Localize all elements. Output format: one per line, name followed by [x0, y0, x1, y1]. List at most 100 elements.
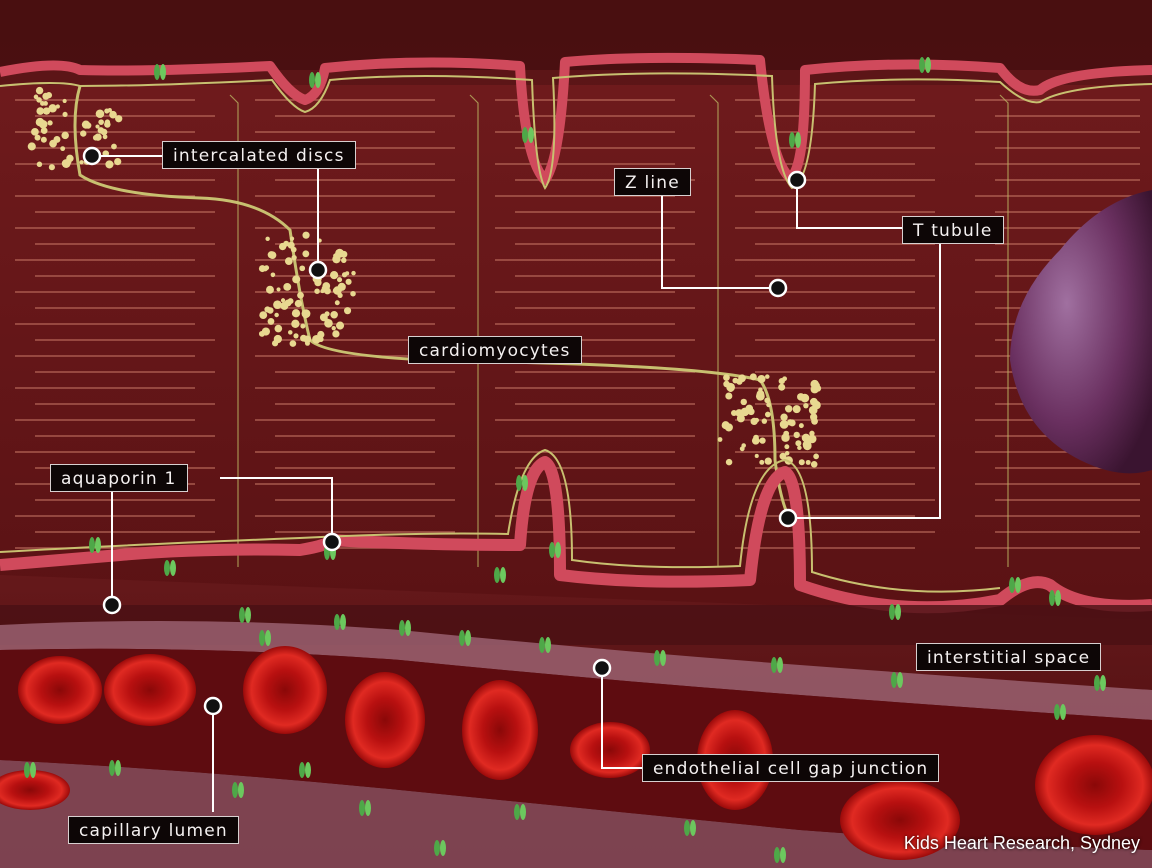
aquaporin-subunit — [1049, 590, 1055, 606]
aquaporin-subunit — [889, 604, 895, 620]
disc-particle — [780, 453, 787, 460]
disc-particle — [726, 459, 732, 465]
disc-particle — [49, 164, 55, 170]
disc-particle — [765, 412, 771, 418]
label-z-line: Z line — [614, 168, 691, 196]
label-cardiomyocytes: cardiomyocytes — [408, 336, 582, 364]
pin-aquaporin-membrane — [324, 534, 340, 550]
disc-particle — [322, 282, 330, 290]
disc-particle — [104, 121, 111, 128]
aquaporin-subunit — [440, 840, 446, 856]
aquaporin-subunit — [359, 800, 365, 816]
red-blood-cell — [104, 654, 196, 726]
aquaporin-subunit — [340, 614, 346, 630]
aquaporin-subunit — [780, 847, 786, 863]
disc-particle — [275, 325, 283, 333]
red-blood-cell — [243, 646, 327, 734]
disc-particle — [268, 318, 275, 325]
disc-particle — [722, 421, 730, 429]
pin-t-tubule-bottom — [780, 510, 796, 526]
aquaporin-subunit — [522, 475, 528, 491]
aquaporin-subunit — [1054, 704, 1060, 720]
aquaporin-subunit — [30, 762, 36, 778]
disc-particle — [813, 454, 819, 460]
aquaporin-subunit — [528, 127, 534, 143]
disc-particle — [299, 265, 305, 271]
disc-particle — [285, 257, 293, 265]
aquaporin-subunit — [925, 57, 931, 73]
aquaporin-subunit — [789, 132, 795, 148]
disc-particle — [271, 273, 276, 278]
disc-particle — [314, 288, 319, 293]
label-intercalated-discs: intercalated discs — [162, 141, 356, 169]
disc-particle — [28, 142, 36, 150]
disc-particle — [281, 298, 285, 302]
aquaporin-subunit — [265, 630, 271, 646]
disc-particle — [333, 288, 339, 294]
pin-capillary-lumen — [205, 698, 221, 714]
pin-endothelial-gap — [594, 660, 610, 676]
disc-particle — [337, 277, 342, 282]
aquaporin-subunit — [89, 537, 95, 553]
disc-particle — [283, 283, 291, 291]
disc-particle — [728, 387, 733, 392]
aquaporin-subunit — [309, 72, 315, 88]
aquaporin-subunit — [555, 542, 561, 558]
label-t-tubule: T tubule — [902, 216, 1004, 244]
disc-particle — [95, 124, 99, 128]
disc-particle — [36, 107, 44, 115]
disc-particle — [41, 137, 47, 143]
disc-particle — [290, 340, 297, 347]
aquaporin-subunit — [514, 804, 520, 820]
disc-particle — [346, 279, 352, 285]
disc-particle — [79, 160, 83, 164]
disc-particle — [794, 432, 800, 438]
disc-particle — [778, 384, 785, 391]
disc-particle — [764, 398, 770, 404]
red-blood-cell — [570, 722, 650, 778]
disc-particle — [760, 376, 765, 381]
disc-particle — [725, 392, 732, 399]
disc-particle — [291, 320, 299, 328]
aquaporin-subunit — [1015, 577, 1021, 593]
disc-particle — [816, 383, 820, 387]
label-interstitial-space: interstitial space — [916, 643, 1101, 671]
disc-particle — [300, 324, 305, 329]
aquaporin-subunit — [465, 630, 471, 646]
disc-particle — [46, 92, 52, 98]
aquaporin-subunit — [919, 57, 925, 73]
disc-particle — [293, 333, 298, 338]
disc-particle — [741, 443, 746, 448]
aquaporin-subunit — [299, 762, 305, 778]
label-capillary-lumen: capillary lumen — [68, 816, 239, 844]
disc-particle — [262, 266, 268, 272]
disc-particle — [762, 418, 767, 423]
disc-particle — [80, 130, 86, 136]
pin-z-line — [770, 280, 786, 296]
disc-particle — [297, 292, 304, 299]
disc-particle — [723, 374, 730, 381]
disc-particle — [330, 311, 338, 319]
aquaporin-subunit — [494, 567, 500, 583]
disc-particle — [806, 460, 811, 465]
disc-particle — [262, 327, 270, 335]
disc-particle — [114, 158, 121, 165]
disc-particle — [295, 300, 302, 307]
disc-particle — [94, 133, 101, 140]
disc-particle — [803, 403, 808, 408]
disc-particle — [344, 307, 351, 314]
disc-particle — [269, 251, 277, 259]
disc-particle — [782, 376, 787, 381]
aquaporin-subunit — [232, 782, 238, 798]
pin-aquaporin-interstitial — [104, 597, 120, 613]
disc-particle — [755, 454, 759, 458]
disc-particle — [750, 373, 757, 380]
disc-particle — [37, 162, 42, 167]
aquaporin-subunit — [690, 820, 696, 836]
aquaporin-subunit — [500, 567, 506, 583]
disc-particle — [332, 326, 336, 330]
disc-particle — [811, 461, 818, 468]
disc-particle — [290, 236, 294, 240]
disc-particle — [320, 313, 328, 321]
aquaporin-subunit — [459, 630, 465, 646]
